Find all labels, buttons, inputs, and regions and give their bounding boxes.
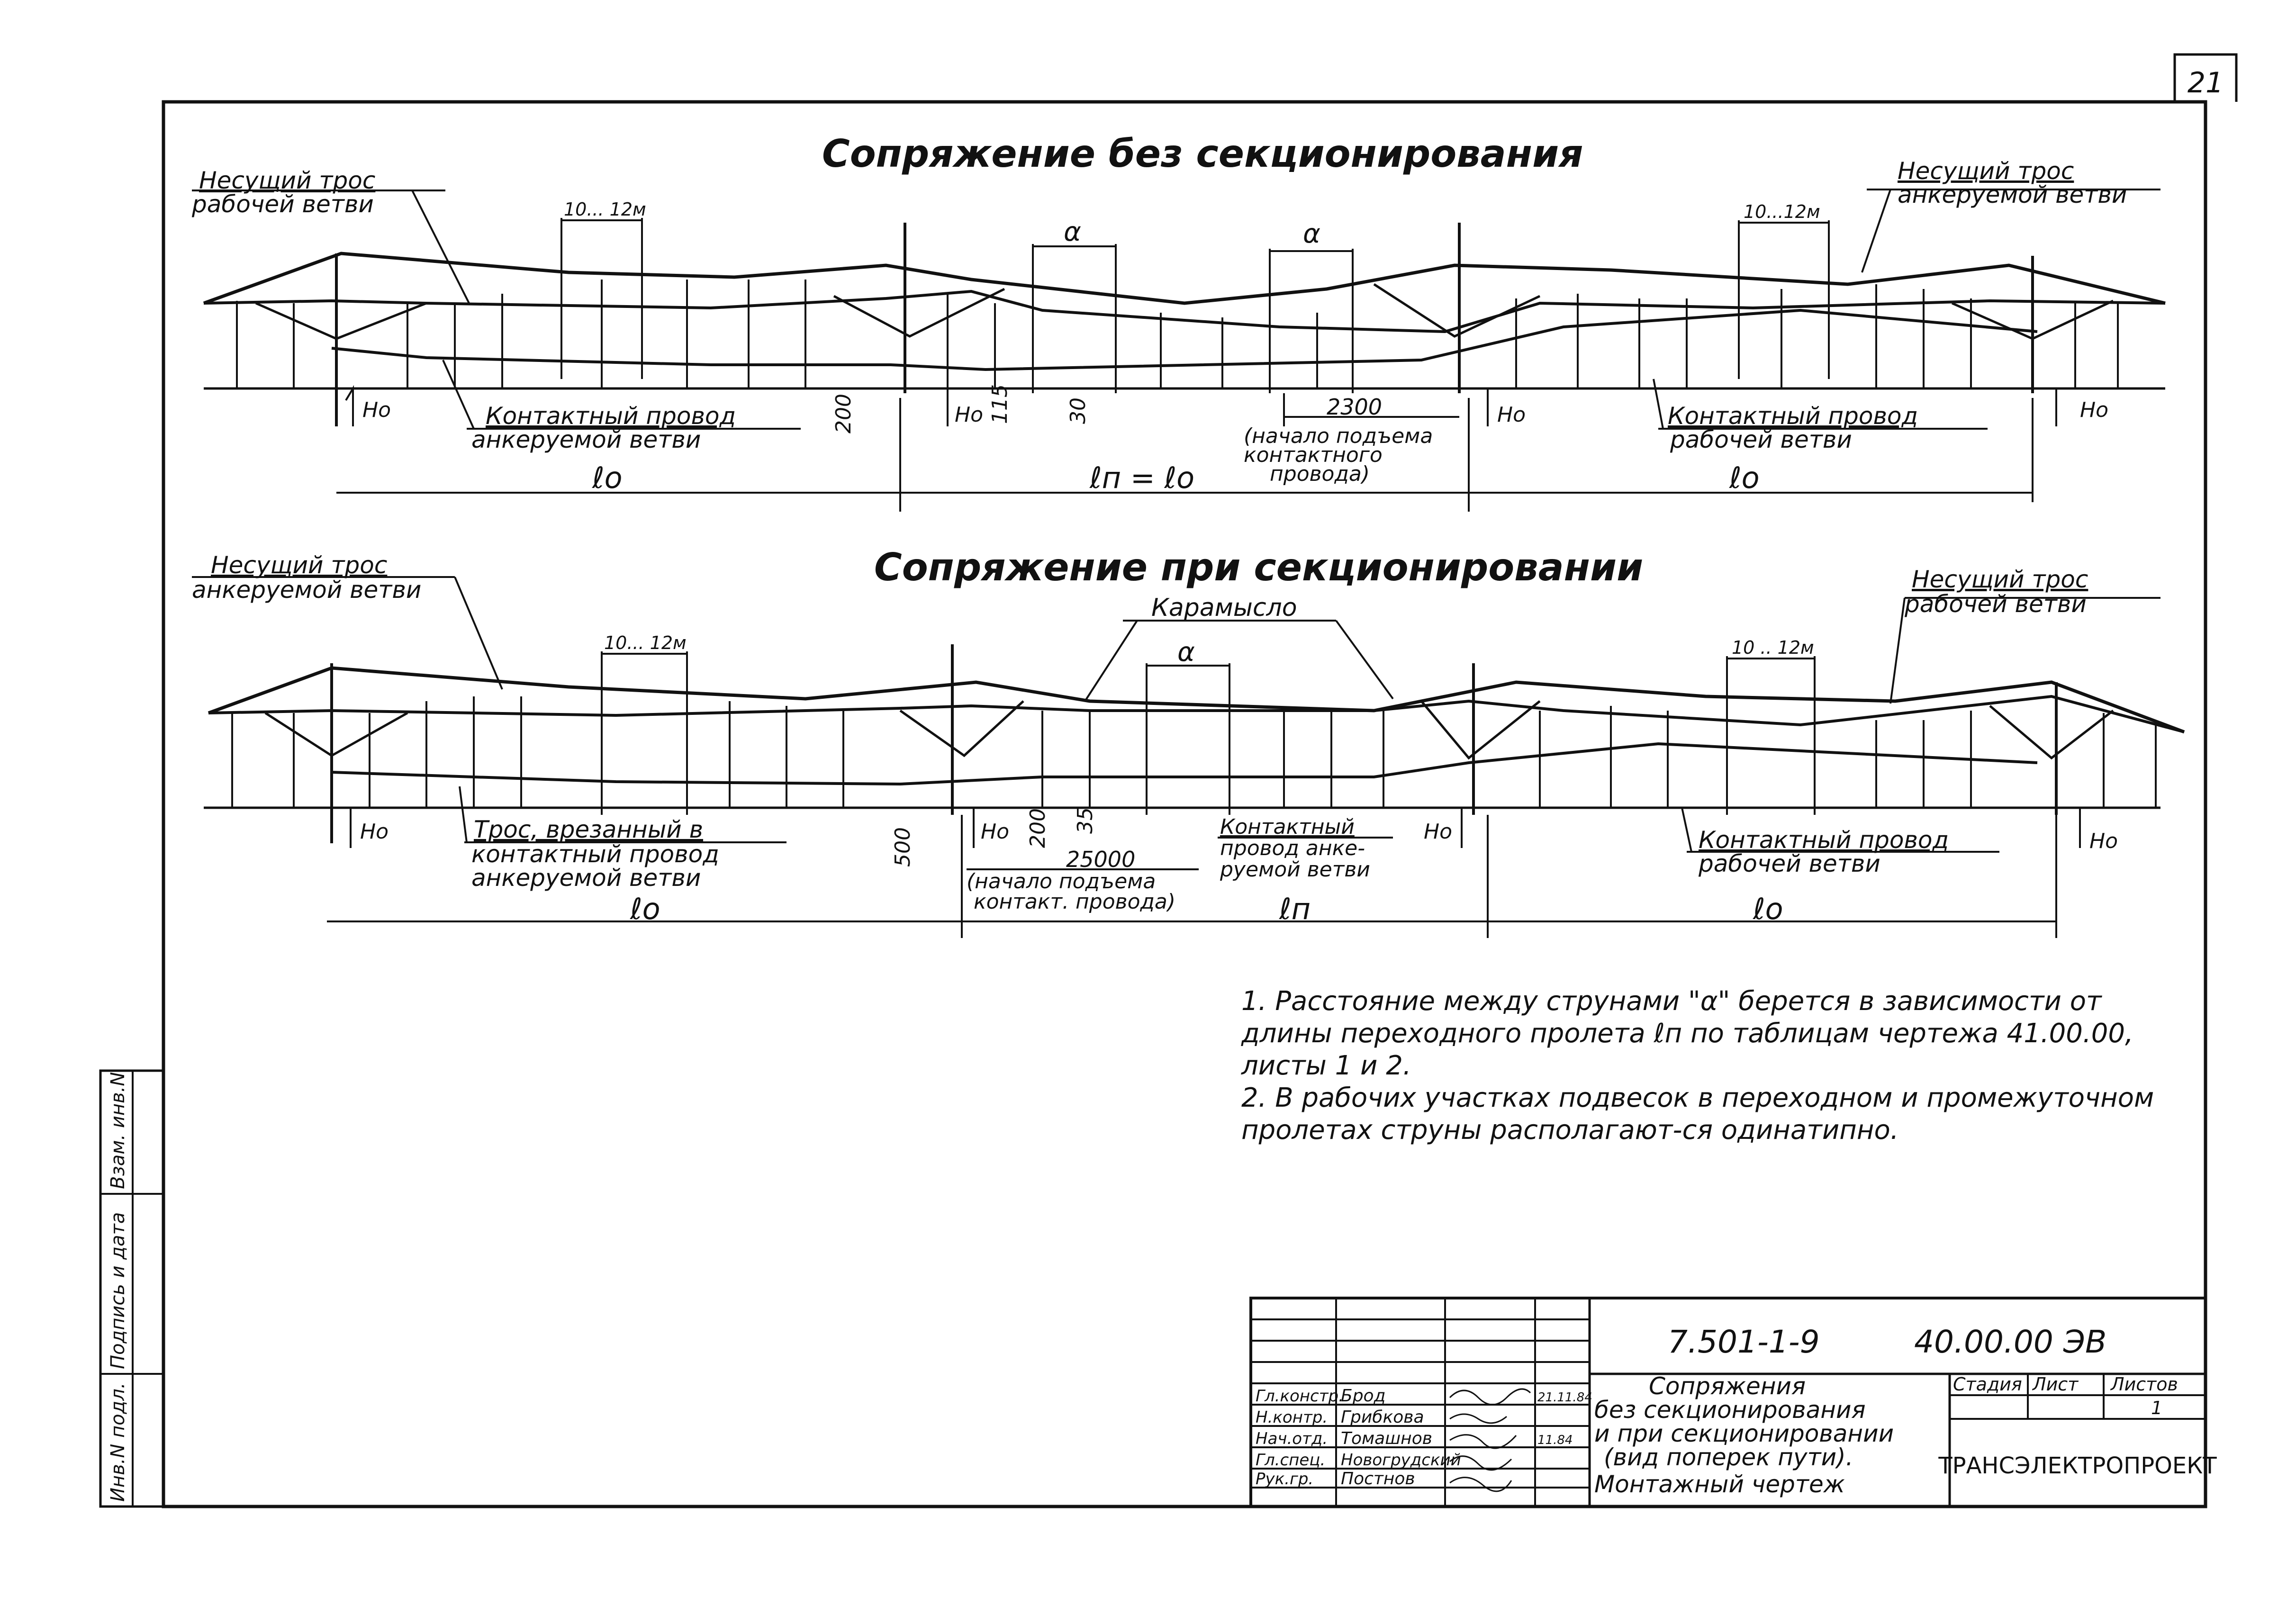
sheet-number: 21 (2188, 66, 2224, 99)
top-a-label-2: α (1303, 218, 1320, 249)
tb-date: 11.84 (1537, 1433, 1573, 1447)
bottom-dim-500: 500 (891, 827, 915, 867)
bottom-span-dim-left: 10... 12м (604, 632, 687, 653)
top-ho-1: Но (362, 398, 391, 422)
tb-title-2: без секционирования (1594, 1396, 1866, 1424)
bottom-ho-1: Но (360, 820, 389, 844)
tb-name: Брод (1341, 1386, 1385, 1406)
tb-title-5: Монтажный чертеж (1594, 1471, 1845, 1498)
top-span-label-1: ℓо (592, 460, 623, 495)
tb-role: Н.контр. (1256, 1408, 1328, 1427)
top-lift-note-1: (начало подъема (1244, 424, 1433, 448)
bottom-dim-25000: 25000 (1066, 847, 1135, 872)
tb-number: 40.00.00 ЭВ (1914, 1324, 2106, 1360)
bottom-label-right-line2: рабочей ветви (1904, 590, 2087, 618)
top-ho-4: Но (2080, 398, 2108, 422)
tb-role: Нач.отд. (1256, 1429, 1328, 1448)
bottom-karamyslo: Карамысло (1151, 594, 1297, 622)
bottom-label-right-line1: Несущий трос (1912, 566, 2088, 593)
bottom-contact-right-line1: Контактный провод (1699, 826, 1949, 854)
diagram-top: Сопряжение без секционирования Несущий т… (191, 132, 2166, 512)
note-2: 2. В рабочих участках подвесок в переход… (1241, 1083, 2154, 1146)
tb-code: 7.501-1-9 (1668, 1324, 1820, 1360)
bottom-tros-left-line1: Трос, врезанный в (474, 816, 703, 843)
top-ho-3: Но (1497, 403, 1526, 427)
bottom-label-left-line1: Несущий трос (211, 551, 387, 579)
bottom-ho-4: Но (2089, 829, 2118, 853)
bottom-span-label-1: ℓо (630, 892, 660, 926)
tb-name: Постнов (1341, 1469, 1415, 1489)
bottom-dim-200: 200 (1026, 808, 1050, 848)
bottom-tros-left-line2: контактный провод (471, 840, 719, 868)
tb-stage-header: Стадия (1953, 1374, 2022, 1395)
top-lift-note-2: контактного (1244, 443, 1383, 467)
top-a-label-1: α (1064, 217, 1081, 247)
tb-role: Гл.констр. (1256, 1387, 1344, 1406)
tb-sheets-header: Листов (2110, 1374, 2178, 1395)
tb-title-3: и при секционировании (1594, 1420, 1894, 1447)
top-label-left-line2: рабочей ветви (191, 190, 374, 218)
top-span-dim-left: 10... 12м (564, 199, 646, 220)
top-span-label-3: ℓо (1729, 460, 1760, 495)
side-stamp: Инв.N подл. Подпись и дата Взам. инв.N (99, 1069, 165, 1508)
bottom-contact-mid-line3: руемой ветви (1220, 857, 1370, 882)
tb-role: Рук.гр. (1256, 1470, 1313, 1489)
diagram-bottom-title: Сопряжение при секционировании (874, 545, 1643, 589)
diagram-top-title: Сопряжение без секционирования (822, 132, 1583, 176)
top-dim-2300: 2300 (1327, 394, 1382, 420)
tb-signatures (1449, 1388, 1531, 1492)
side-stamp-vzam: Взам. инв.N (107, 1072, 129, 1189)
top-label-right-line1: Несущий трос (1898, 157, 2074, 185)
notes: 1. Расстояние между струнами "α" берется… (1241, 985, 2170, 1146)
bottom-span-label-2: ℓп (1279, 892, 1311, 926)
tb-sheets-value: 1 (2151, 1398, 2162, 1418)
diagram-bottom: Сопряжение при секционировании Несущий т… (192, 545, 2185, 938)
tb-sheet-header: Лист (2032, 1374, 2079, 1395)
bottom-span-label-3: ℓо (1753, 892, 1783, 926)
sheet-number-box: 21 (2173, 53, 2238, 102)
top-dim-30: 30 (1066, 397, 1090, 424)
title-block: 7.501-1-9 40.00.00 ЭВ Сопряжения без сек… (1249, 1297, 2217, 1508)
bottom-lift-note-1: (начало подъема (967, 869, 1156, 893)
tb-title-4: (вид поперек пути). (1604, 1444, 1853, 1471)
top-dim-115: 115 (988, 384, 1012, 424)
top-contact-left-line2: анкеруемой ветви (471, 426, 701, 453)
bottom-contact-mid-line2: провод анке- (1220, 836, 1365, 860)
bottom-a-label: α (1177, 637, 1195, 668)
bottom-label-left-line2: анкеруемой ветви (192, 576, 421, 604)
tb-name: Новогрудский (1341, 1451, 1461, 1470)
note-1: 1. Расстояние между струнами "α" берется… (1241, 986, 2133, 1081)
bottom-tros-left-line3: анкеруемой ветви (471, 864, 701, 892)
top-contact-left-line1: Контактный провод (486, 402, 736, 430)
tb-name: Томашнов (1341, 1429, 1432, 1448)
tb-org: ТРАНСЭЛЕКТРОПРОЕКТ (1938, 1453, 2217, 1479)
top-ho-2: Но (955, 403, 983, 427)
tb-name: Грибкова (1341, 1407, 1424, 1427)
top-dim-200: 200 (832, 394, 856, 433)
bottom-ho-2: Но (981, 820, 1009, 844)
tb-date: 21.11.84 (1537, 1390, 1592, 1405)
side-stamp-inv-podl: Инв.N подл. (107, 1382, 129, 1502)
top-span-dim-right: 10...12м (1744, 201, 1820, 222)
bottom-ho-3: Но (1424, 820, 1452, 844)
side-stamp-signature: Подпись и дата (107, 1212, 129, 1369)
top-contact-right-line1: Контактный провод (1668, 402, 1918, 430)
top-span-label-2: ℓп = ℓо (1089, 460, 1194, 495)
bottom-lift-note-2: контакт. провода) (974, 890, 1175, 914)
bottom-contact-right-line2: рабочей ветви (1698, 850, 1880, 877)
top-label-right-line2: анкеруемой ветви (1898, 181, 2127, 208)
tb-people: Гл.констр. Брод 21.11.84 Н.контр. Грибко… (1256, 1386, 1592, 1489)
bottom-dim-35: 35 (1073, 807, 1097, 834)
bottom-contact-mid-line1: Контактный (1220, 815, 1355, 839)
bottom-span-dim-right: 10 .. 12м (1732, 637, 1814, 658)
top-contact-right-line2: рабочей ветви (1670, 426, 1852, 453)
drawing-frame (162, 100, 2207, 1508)
tb-title-1: Сопряжения (1649, 1372, 1806, 1400)
tb-role: Гл.спец. (1256, 1451, 1325, 1470)
top-lift-note-3: провода) (1270, 462, 1370, 486)
